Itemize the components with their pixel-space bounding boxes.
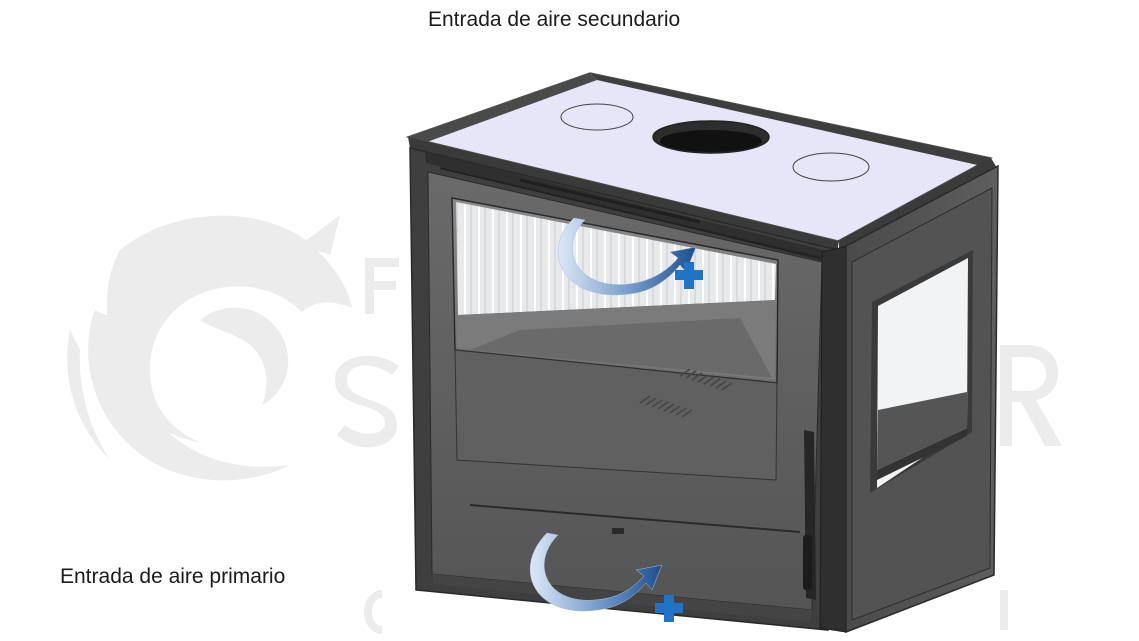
primary-air-label: Entrada de aire primario [60, 565, 286, 588]
primary-air-plus-icon [655, 595, 683, 622]
primary-air-arrow-icon [529, 532, 663, 612]
watermark-logo [67, 215, 352, 481]
secondary-air-hole-right [792, 152, 870, 182]
secondary-air-plus-icon [675, 262, 703, 289]
side-glass-window [870, 250, 973, 493]
secondary-air-hole-left [560, 103, 634, 131]
top-panel [405, 72, 997, 252]
secondary-air-label: Entrada de aire secundario [428, 8, 681, 31]
flue-outlet [652, 120, 770, 154]
